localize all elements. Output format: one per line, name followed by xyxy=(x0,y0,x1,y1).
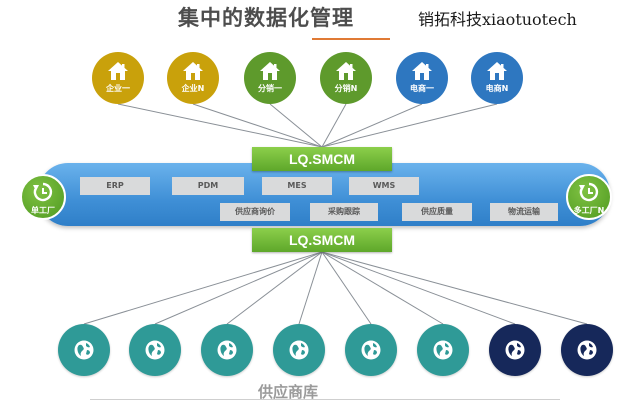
supplier-node-2 xyxy=(129,324,181,376)
house-icon xyxy=(412,62,432,80)
supplier-node-6 xyxy=(417,324,469,376)
bottom-connector xyxy=(226,251,323,325)
top-node-label: 分销N xyxy=(334,84,358,93)
globe-icon xyxy=(433,340,453,360)
supplier-node-5 xyxy=(345,324,397,376)
house-icon xyxy=(108,62,128,80)
hub-bottom: LQ.SMCM xyxy=(252,228,392,252)
diagram-title: 集中的数据化管理 xyxy=(178,6,354,30)
bottom-connector xyxy=(154,251,323,325)
globe-icon xyxy=(289,340,309,360)
globe-icon xyxy=(361,340,381,360)
refresh-clock-icon xyxy=(33,182,53,202)
top-node-4: 分销N xyxy=(320,52,372,104)
top-connector xyxy=(321,103,423,148)
multi-factory-label: 多工厂N xyxy=(573,206,605,215)
supplier-node-7 xyxy=(489,324,541,376)
supplier-node-3 xyxy=(201,324,253,376)
supplier-node-4 xyxy=(273,324,325,376)
top-connector xyxy=(321,103,498,148)
house-icon xyxy=(487,62,507,80)
system-supply-quality: 供应质量 xyxy=(402,203,472,221)
system-pdm: PDM xyxy=(172,177,244,195)
globe-icon xyxy=(577,340,597,360)
house-icon xyxy=(183,62,203,80)
top-node-2: 企业N xyxy=(167,52,219,104)
top-node-5: 电商一 xyxy=(396,52,448,104)
bottom-connector xyxy=(83,251,323,325)
system-purchase-tracking: 采购跟踪 xyxy=(310,203,378,221)
top-node-label: 企业一 xyxy=(106,84,130,93)
system-erp: ERP xyxy=(80,177,150,195)
bottom-connector xyxy=(321,251,516,325)
top-connector xyxy=(269,103,323,148)
house-icon xyxy=(336,62,356,80)
system-supplier-inquiry: 供应商询价 xyxy=(220,203,290,221)
globe-icon xyxy=(145,340,165,360)
globe-icon xyxy=(74,340,94,360)
footer-divider xyxy=(90,399,560,400)
supplier-node-1 xyxy=(58,324,110,376)
bottom-connector xyxy=(321,251,372,325)
top-node-1: 企业一 xyxy=(92,52,144,104)
globe-icon xyxy=(217,340,237,360)
top-node-6: 电商N xyxy=(471,52,523,104)
supplier-pool-label: 供应商库 xyxy=(258,383,319,401)
multi-factory-node: 多工厂N xyxy=(566,174,612,220)
system-mes: MES xyxy=(262,177,332,195)
title-underline xyxy=(312,38,390,40)
watermark-text: 销拓科技xiaotuotech xyxy=(418,10,577,29)
top-connector xyxy=(192,103,323,148)
bottom-connector xyxy=(321,251,588,325)
supplier-node-8 xyxy=(561,324,613,376)
refresh-clock-icon xyxy=(579,182,599,202)
top-node-label: 企业N xyxy=(181,84,205,93)
globe-icon xyxy=(505,340,525,360)
top-node-label: 电商N xyxy=(485,84,509,93)
single-factory-label: 单工厂 xyxy=(31,206,55,215)
top-connector xyxy=(117,103,323,148)
house-icon xyxy=(260,62,280,80)
top-node-label: 电商一 xyxy=(410,84,434,93)
bottom-connector xyxy=(321,251,444,325)
top-connector xyxy=(321,103,347,148)
top-node-3: 分销一 xyxy=(244,52,296,104)
bottom-connector xyxy=(298,251,323,325)
system-wms: WMS xyxy=(349,177,419,195)
top-node-label: 分销一 xyxy=(258,84,282,93)
single-factory-node: 单工厂 xyxy=(20,174,66,220)
system-logistics: 物流运输 xyxy=(490,203,558,221)
hub-top: LQ.SMCM xyxy=(252,147,392,171)
